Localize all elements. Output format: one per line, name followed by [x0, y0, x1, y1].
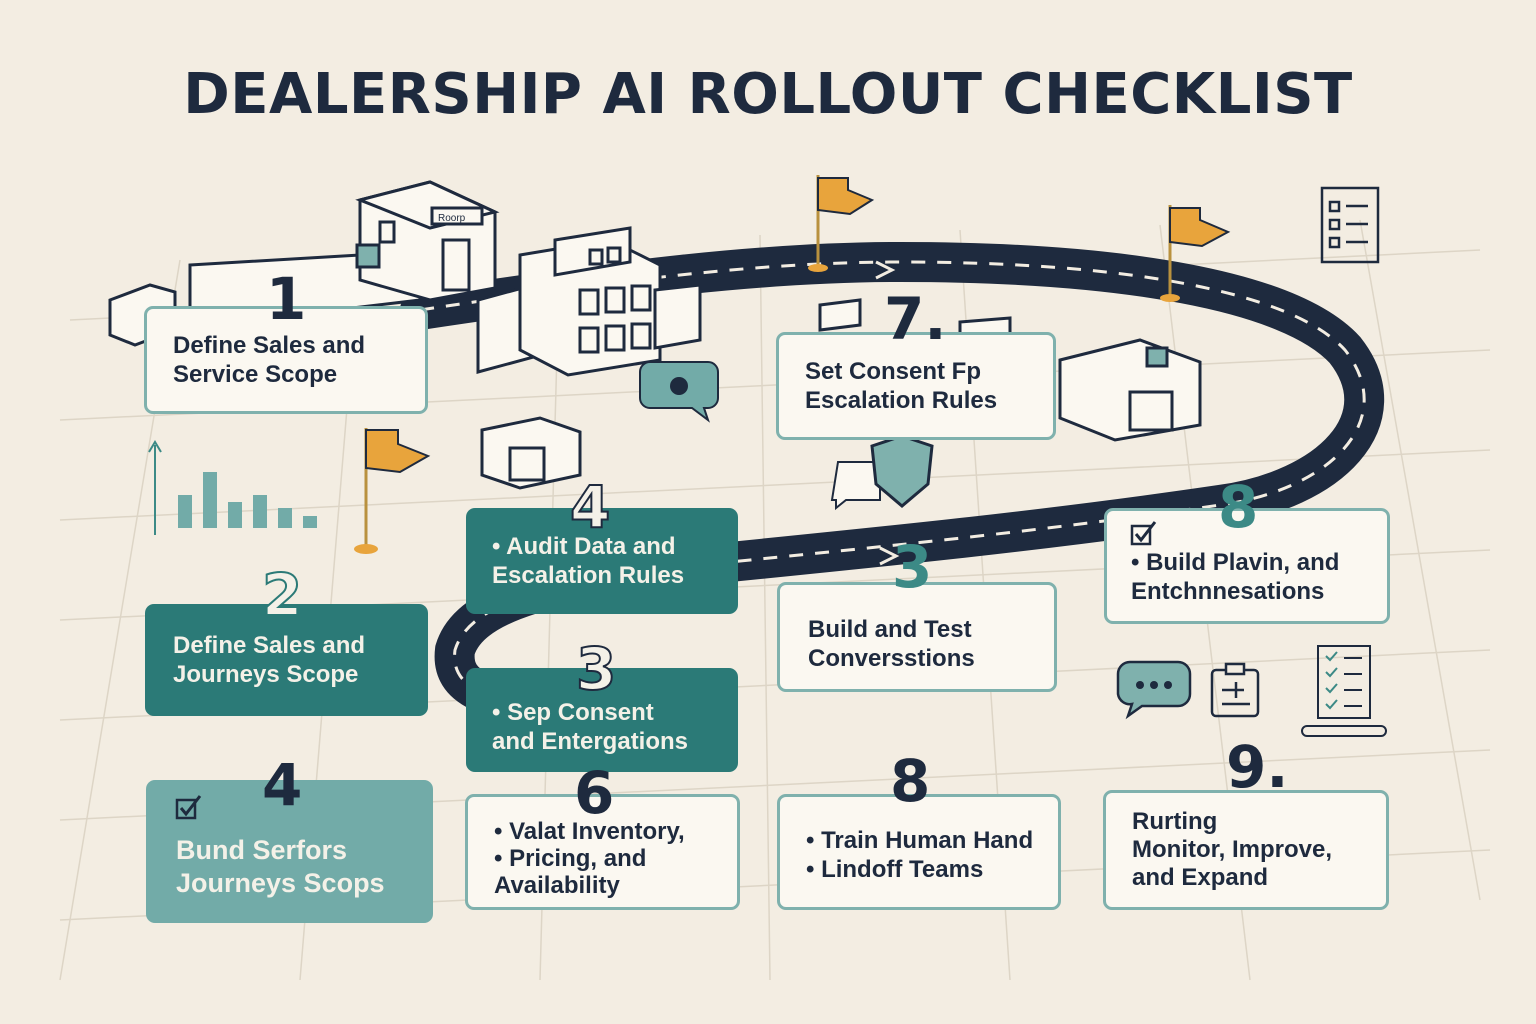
checkbox-icon [1130, 521, 1157, 546]
shield-icon [830, 434, 934, 511]
step-number: 7. [884, 285, 947, 353]
building-sign: Roorp [438, 213, 466, 224]
chat-bubble-icon [1116, 660, 1192, 720]
step-text: Monitor, Improve, [1132, 836, 1333, 863]
checklist-icon [1301, 645, 1387, 737]
step-card-4b: Bund Serfors Journeys Scops [146, 780, 433, 923]
flag-icon [1160, 205, 1231, 302]
step-card-7: Set Consent Fp Escalation Rules [776, 332, 1056, 440]
checklist-icon [1320, 186, 1380, 264]
step-text: Escalation Rules [492, 562, 685, 589]
step-text: Define Sales and [173, 632, 366, 659]
step-text: • Train Human Hand [806, 827, 1034, 854]
step-card-8b: • Train Human Hand • Lindoff Teams [777, 794, 1061, 910]
step-number: 9. [1226, 733, 1289, 801]
step-text: Bund Serfors [176, 834, 348, 865]
step-text: Conversstions [808, 645, 975, 672]
step-text: Rurting [1132, 808, 1218, 835]
step-card-9: Rurting Monitor, Improve, and Expand [1103, 790, 1389, 910]
step-text: • Sep Consent [492, 699, 654, 726]
step-text: Escalation Rules [805, 387, 998, 414]
step-number: 3 [892, 533, 933, 601]
step-text: • Pricing, and [494, 844, 647, 872]
step-text: Service Scope [173, 361, 338, 388]
checkbox-icon [175, 795, 202, 820]
step-text: Availability [494, 871, 620, 899]
step-text: Entchnnesations [1131, 578, 1325, 605]
building-dealership [108, 180, 500, 347]
flag-icon [808, 175, 875, 272]
step-text: and Entergations [492, 728, 689, 755]
flag-icon [354, 428, 431, 554]
step-number: 4 [262, 751, 303, 819]
step-number: 2 [261, 561, 303, 629]
building-center [476, 226, 702, 377]
step-number: 1 [266, 265, 307, 333]
step-text: Build and Test [808, 616, 972, 643]
step-text: Journeys Scops [176, 867, 385, 898]
step-card-4: • Audit Data and Escalation Rules [466, 508, 738, 614]
step-text: • Audit Data and [492, 533, 676, 560]
step-text: • Lindoff Teams [806, 856, 984, 883]
step-text: • Build Plavin, and [1131, 549, 1340, 576]
step-number: 8 [1218, 473, 1259, 541]
step-card-6: • Valat Inventory, • Pricing, and Availa… [465, 794, 740, 910]
step-card-3b: Build and Test Conversstions [777, 582, 1057, 692]
bar-chart-icon [148, 440, 317, 535]
step-text: Define Sales and [173, 332, 366, 359]
building-garage [818, 298, 1202, 442]
page-title: DEALERSHIP AI ROLLOUT CHECKLIST [183, 62, 1353, 127]
step-number: 4 [569, 473, 611, 541]
clipboard-icon [1210, 662, 1260, 718]
chat-bubble-icon [639, 361, 719, 423]
step-card-1: Define Sales and Service Scope [144, 306, 428, 414]
step-text: Set Consent Fp [805, 358, 982, 385]
step-text: • Valat Inventory, [494, 817, 685, 845]
step-card-3a: • Sep Consent and Entergations [466, 668, 738, 772]
road-arrow [875, 260, 896, 280]
road-arrow [879, 546, 900, 566]
step-number: 3 [575, 635, 617, 703]
step-number: 6 [574, 759, 615, 827]
building-small [480, 416, 582, 490]
step-text: Journeys Scope [173, 661, 359, 688]
step-card-8: • Build Plavin, and Entchnnesations [1104, 508, 1390, 624]
step-text: and Expand [1132, 864, 1269, 891]
step-card-2: Define Sales and Journeys Scope [145, 604, 428, 716]
step-number: 8 [890, 747, 931, 815]
